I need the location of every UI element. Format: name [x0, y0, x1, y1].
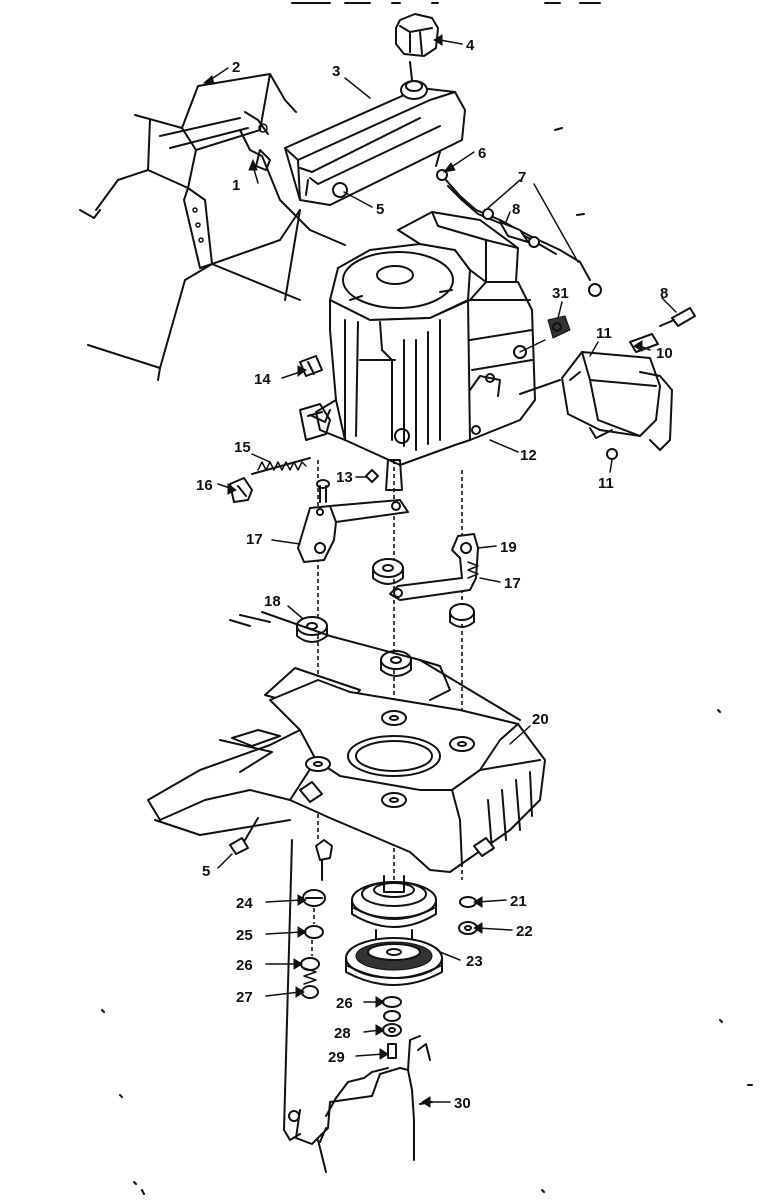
callout-23: 23 — [466, 953, 483, 970]
callout-15: 15 — [234, 439, 251, 456]
callout-26: 26 — [236, 957, 253, 974]
callout-14: 14 — [254, 371, 271, 388]
linkage-rod — [283, 839, 433, 1173]
callout-7: 7 — [518, 169, 526, 186]
callout-21: 21 — [510, 893, 527, 910]
callout-20: 20 — [532, 711, 549, 728]
stem-13 — [365, 459, 403, 491]
idler-hardware-stack — [300, 839, 333, 999]
bracket-bolt — [316, 479, 330, 503]
callout-4: 4 — [466, 37, 475, 54]
callout-17: 17 — [246, 531, 263, 548]
choke-knob — [519, 315, 571, 353]
callout-28: 28 — [334, 1025, 351, 1042]
mount-bracket-right — [389, 533, 479, 601]
callout-10: 10 — [656, 345, 673, 362]
fuel-cap — [395, 13, 439, 100]
callout-26b: 26 — [336, 995, 353, 1012]
callout-12: 12 — [520, 447, 537, 464]
callout-17b: 17 — [504, 575, 521, 592]
callout-8b: 8 — [660, 285, 668, 302]
fuel-tank — [284, 87, 466, 206]
callout-24: 24 — [236, 895, 253, 912]
callout-29: 29 — [328, 1049, 345, 1066]
callout-11: 11 — [596, 325, 612, 342]
governor-hardware — [229, 355, 331, 503]
callout-1: 1 — [232, 177, 240, 194]
pulley-hardware — [382, 996, 402, 1059]
engine — [309, 211, 536, 466]
callout-31: 31 — [552, 285, 569, 302]
callout-27: 27 — [236, 989, 253, 1006]
callout-3: 3 — [332, 63, 340, 80]
callout-19: 19 — [500, 539, 517, 556]
isolators — [296, 558, 475, 677]
callout-6: 6 — [478, 145, 486, 162]
leader-lines — [202, 34, 677, 1108]
callout-labels: 1 2 3 4 5 6 7 8 8 10 11 11 12 13 14 15 1… — [196, 37, 673, 1112]
callout-30: 30 — [454, 1095, 471, 1112]
callout-5b: 5 — [202, 863, 210, 880]
speck-marks — [101, 127, 753, 1195]
callout-5: 5 — [376, 201, 384, 218]
callout-2: 2 — [232, 59, 240, 76]
mount-bracket-left — [297, 499, 409, 563]
callout-11b: 11 — [598, 475, 614, 492]
callout-13: 13 — [336, 469, 353, 486]
callout-25: 25 — [236, 927, 253, 944]
callout-18: 18 — [264, 593, 281, 610]
callout-16: 16 — [196, 477, 213, 494]
callout-8: 8 — [512, 201, 520, 218]
callout-22: 22 — [516, 923, 533, 940]
dash-bracket-assembly — [79, 73, 346, 381]
drive-pulleys — [345, 875, 443, 986]
frame-deck — [147, 611, 546, 873]
